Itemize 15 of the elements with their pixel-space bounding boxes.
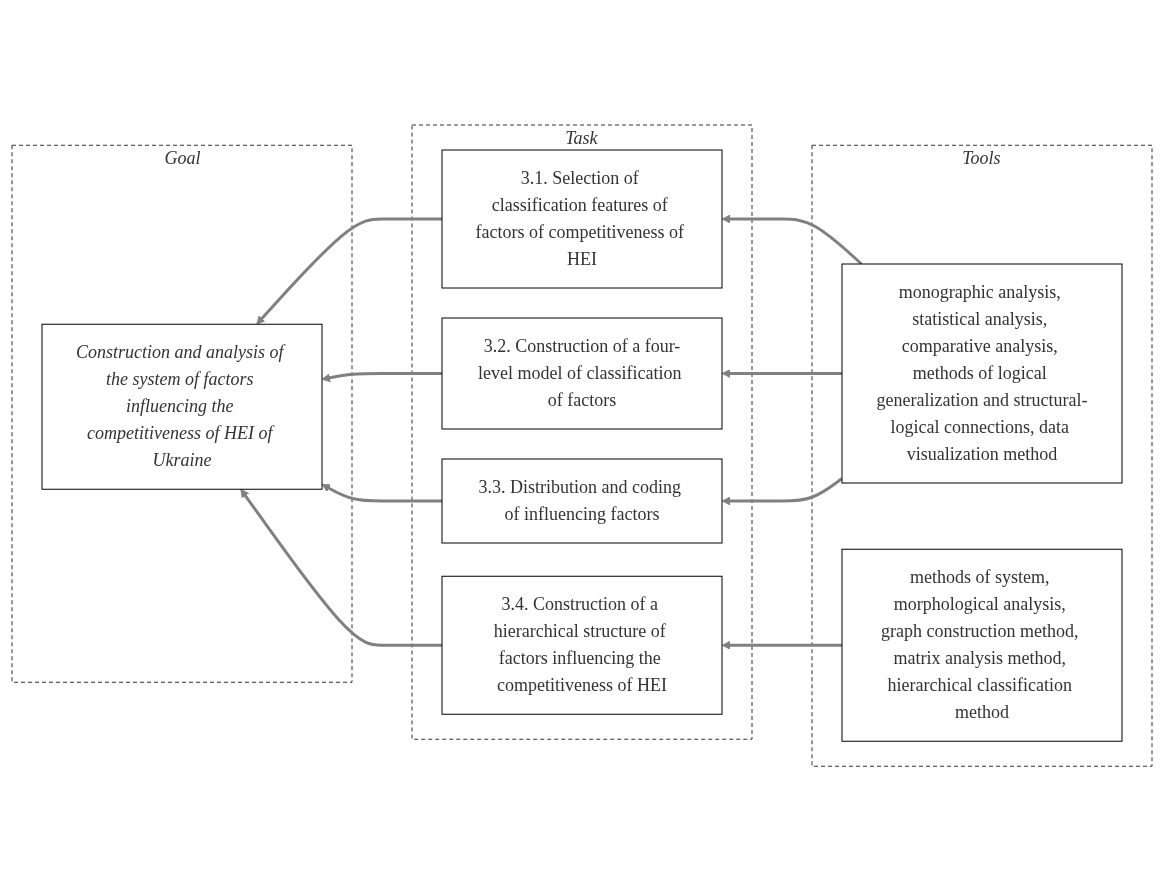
node-box: 3.2. Construction of a four-level model of classification of factors: [441, 317, 722, 430]
arrow: [255, 217, 442, 326]
node-box: monographic analysis, statistical analysis, comparative analysis, methods of logical generalization and structural-logical connections, data visualization method: [841, 263, 1122, 484]
arrow: [321, 484, 442, 503]
arrow: [721, 215, 863, 266]
arrow: [721, 369, 842, 379]
node-box: Construction and analysis of the system of factors influencing the competitiveness of HEI of Ukraine: [41, 324, 322, 491]
arrow: [239, 489, 442, 648]
arrow: [721, 477, 843, 506]
node-box: 3.4. Construction of a hierarchical structure of factors influencing the competitiveness of HEI: [441, 576, 722, 716]
arrow: [321, 372, 442, 383]
node-box: 3.1. Selection of classification features of factors of competitiveness of HEI: [441, 149, 722, 289]
node-box: methods of system, morphological analysis, graph construction method, matrix analysis method, hierarchical classification method: [841, 549, 1122, 743]
node-box: 3.3. Distribution and coding of influencing factors: [441, 458, 722, 544]
arrow: [721, 641, 842, 651]
